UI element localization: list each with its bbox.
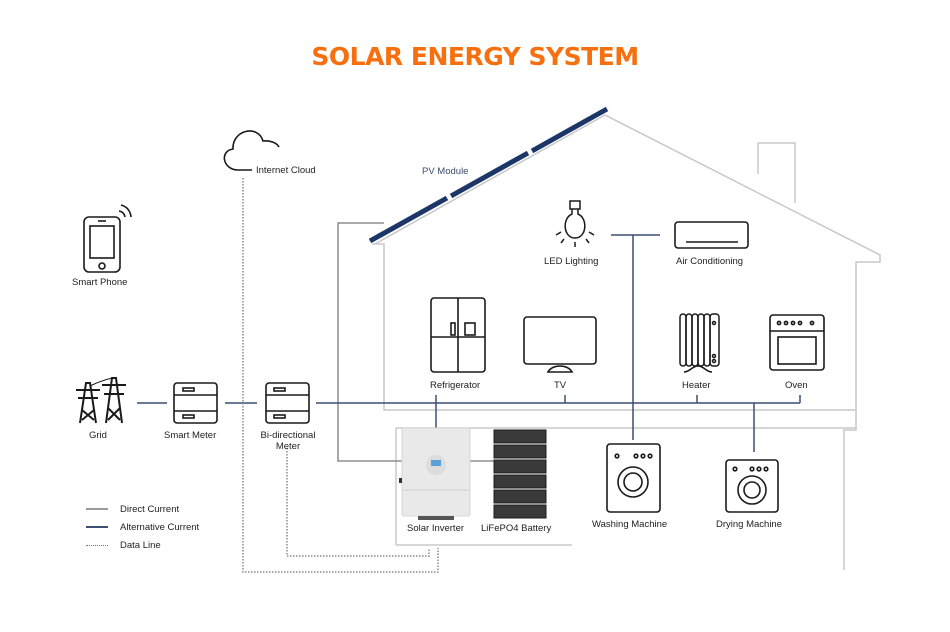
label-bidirectional-meter: Bi-directional Meter (256, 430, 320, 452)
refrigerator-icon (430, 297, 486, 373)
cloud-icon (223, 130, 280, 171)
page-title: SOLAR ENERGY SYSTEM (311, 42, 639, 71)
label-bidirectional-line2: Meter (275, 441, 301, 452)
house-outline (372, 114, 881, 570)
legend: Direct Current Alternative Current Data … (86, 500, 199, 554)
pv-module (368, 106, 609, 244)
label-internet-cloud: Internet Cloud (256, 165, 316, 176)
chimney (757, 142, 796, 203)
label-solar-inverter: Solar Inverter (407, 523, 465, 534)
heater-icon (679, 313, 720, 373)
direct-current-lines (337, 222, 494, 462)
tv-icon (523, 316, 597, 373)
label-heater: Heater (682, 380, 711, 391)
label-pv-module: PV Module (422, 166, 469, 177)
air-conditioner-icon (674, 221, 749, 249)
alternative-current-lines (137, 234, 801, 452)
solar-inverter (399, 427, 471, 520)
grid-tower-icon (76, 377, 126, 424)
legend-label: Data Line (120, 539, 161, 551)
bidirectional-meter-icon (265, 382, 310, 424)
label-bidirectional-line1: Bi-directional (260, 430, 316, 441)
legend-item-data-line: Data Line (86, 536, 199, 554)
led-bulb-icon (555, 200, 595, 247)
legend-label: Direct Current (120, 503, 180, 515)
label-refrigerator: Refrigerator (430, 380, 481, 391)
label-grid: Grid (89, 430, 107, 441)
label-tv: TV (554, 380, 567, 391)
label-drying-machine: Drying Machine (716, 519, 782, 530)
legend-item-alternative-current: Alternative Current (86, 518, 199, 536)
drying-machine-icon (725, 459, 779, 513)
label-oven: Oven (785, 380, 808, 391)
lifepo4-battery (493, 429, 547, 519)
legend-item-direct-current: Direct Current (86, 500, 199, 518)
washing-machine-icon (606, 443, 661, 513)
label-battery: LiFePO4 Battery (481, 523, 552, 534)
smartphone-icon (83, 204, 132, 273)
data-line-swatch (86, 544, 108, 546)
label-washing-machine: Washing Machine (592, 519, 668, 530)
oven-icon (769, 314, 825, 371)
label-smart-meter: Smart Meter (164, 430, 217, 441)
label-led-lighting: LED Lighting (544, 256, 599, 267)
label-smart-phone: Smart Phone (72, 277, 128, 288)
legend-label: Alternative Current (120, 521, 200, 533)
data-lines (242, 178, 439, 573)
alternative-current-swatch (86, 526, 108, 528)
direct-current-swatch (86, 508, 108, 510)
smart-meter-icon (173, 382, 218, 424)
label-air-conditioning: Air Conditioning (676, 256, 744, 267)
